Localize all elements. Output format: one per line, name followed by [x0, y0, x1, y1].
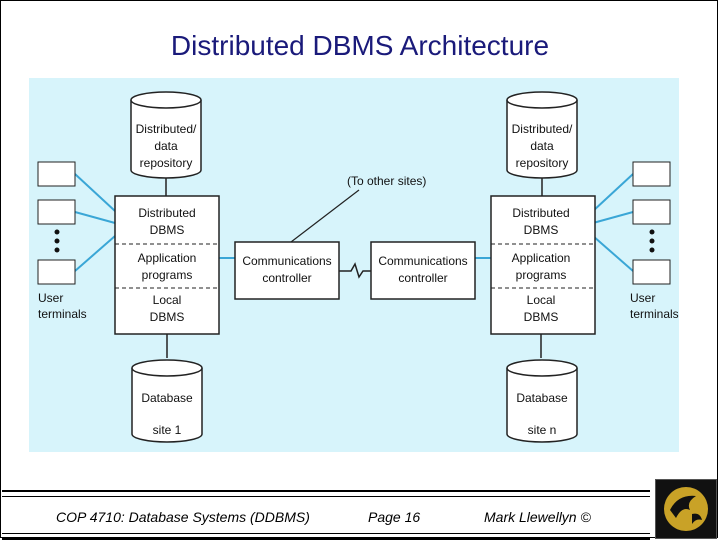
dbms-right-line-6: DBMS	[524, 310, 559, 324]
repository-left-line-1: Distributed/	[136, 122, 197, 136]
footer-author: Mark Llewellyn ©	[484, 509, 591, 525]
dbms-stack-left: Distributed DBMS Application programs Lo…	[114, 195, 220, 335]
repository-cylinder-right: Distributed/ data repository	[506, 91, 578, 179]
repository-left-line-3: repository	[140, 156, 193, 170]
dbms-stack-right: Distributed DBMS Application programs Lo…	[490, 195, 596, 335]
database-right-line-1: Database	[516, 391, 568, 405]
terminals-label-left-2: terminals	[38, 307, 87, 321]
dbms-left-line-5: Local	[153, 293, 182, 307]
footer-rule-top	[2, 496, 650, 497]
footer-bar: COP 4710: Database Systems (DDBMS) Page …	[2, 490, 650, 540]
database-left-line-1: Database	[141, 391, 193, 405]
database-cylinder-right: Database site n	[506, 359, 578, 443]
dbms-right-line-1: Distributed	[512, 206, 569, 220]
terminals-label-left-1: User	[38, 291, 63, 305]
repository-right-line-2: data	[530, 139, 554, 153]
footer-course: COP 4710: Database Systems (DDBMS)	[56, 509, 310, 525]
terminals-label-right-1: User	[630, 291, 655, 305]
comm-left-line-2: controller	[262, 271, 311, 285]
other-sites-link	[290, 189, 360, 243]
footer-page: Page 16	[368, 509, 421, 525]
repository-left-line-2: data	[154, 139, 178, 153]
other-sites-label: (To other sites)	[347, 174, 426, 188]
terminal-connectors	[74, 173, 634, 272]
repository-right-line-1: Distributed/	[512, 122, 573, 136]
comm-controller-left: Communications controller	[234, 241, 340, 300]
dbms-right-line-4: programs	[516, 268, 567, 282]
dbms-left-line-3: Application	[138, 251, 197, 265]
dbms-left-line-6: DBMS	[150, 310, 185, 324]
user-terminals-left: User terminals	[37, 161, 87, 321]
network-link	[339, 262, 371, 279]
dbms-left-line-2: DBMS	[150, 223, 185, 237]
dbms-left-line-4: programs	[142, 268, 193, 282]
comm-right-line-1: Communications	[378, 254, 467, 268]
university-logo-icon	[655, 479, 717, 539]
dbms-right-line-2: DBMS	[524, 223, 559, 237]
database-left-line-2: site 1	[153, 423, 182, 437]
comm-left-line-1: Communications	[242, 254, 331, 268]
dbms-right-line-5: Local	[527, 293, 556, 307]
dbms-left-line-1: Distributed	[138, 206, 195, 220]
repository-cylinder-left: Distributed/ data repository	[130, 91, 202, 179]
comm-controller-right: Communications controller	[370, 241, 476, 300]
database-cylinder-left: Database site 1	[131, 359, 203, 443]
repository-right-line-3: repository	[516, 156, 569, 170]
footer-rule-bottom	[2, 533, 650, 534]
architecture-diagram: User terminals User terminals Distribute…	[29, 78, 679, 452]
slide-title: Distributed DBMS Architecture	[170, 30, 550, 61]
database-right-line-2: site n	[528, 423, 557, 437]
comm-right-line-2: controller	[398, 271, 447, 285]
user-terminals-right: User terminals	[630, 161, 679, 321]
dbms-right-line-3: Application	[512, 251, 571, 265]
terminals-label-right-2: terminals	[630, 307, 679, 321]
